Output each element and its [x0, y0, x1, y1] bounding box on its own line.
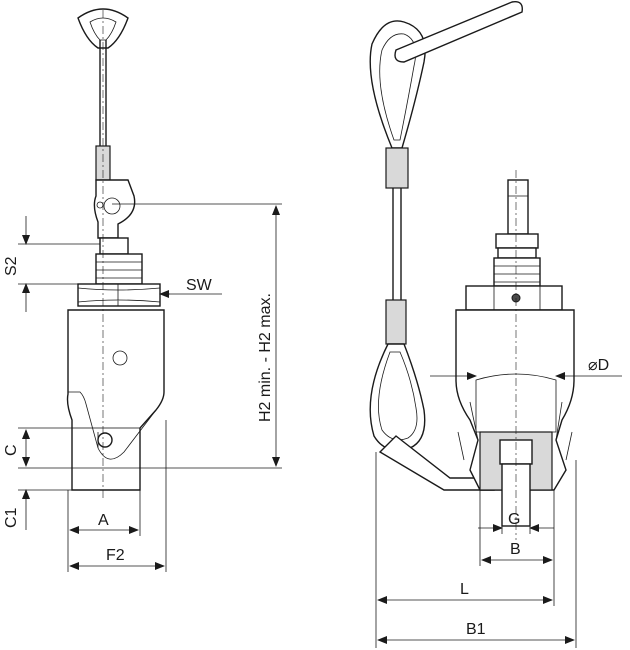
label-a: A [98, 512, 109, 529]
label-l: L [460, 581, 469, 598]
label-b1: B1 [466, 621, 486, 638]
wire-connector [93, 179, 136, 239]
lower-pin [97, 432, 113, 448]
hex-nut [77, 283, 161, 307]
top-spindle [507, 179, 529, 235]
label-g: G [508, 511, 520, 528]
front-view-dimensions: ⌀D G B L B1 [375, 357, 622, 648]
label-c1: C1 [3, 507, 20, 528]
body-pin [112, 350, 128, 366]
wire-rope [99, 40, 107, 148]
side-view-dimensions: S2 SW H2 min. - H2 max. C C1 A F2 [3, 203, 282, 572]
label-diameter: ⌀D [588, 357, 609, 374]
upper-ferrule [385, 147, 409, 189]
wire-loop-lower [369, 343, 426, 451]
front-view [369, 1, 575, 540]
label-b: B [510, 541, 521, 558]
front-hex-nut [465, 285, 563, 311]
clamp-body [66, 309, 165, 491]
label-h2: H2 min. - H2 max. [257, 293, 274, 422]
label-sw: SW [186, 277, 213, 294]
label-f2: F2 [106, 547, 125, 564]
side-view [66, 8, 165, 500]
label-c: C [3, 444, 20, 456]
threaded-spindle [95, 253, 143, 285]
eye-pin [394, 1, 523, 63]
lower-ferrule [385, 299, 407, 345]
label-s2: S2 [3, 256, 20, 276]
wire-eye-teardrop [369, 20, 426, 149]
